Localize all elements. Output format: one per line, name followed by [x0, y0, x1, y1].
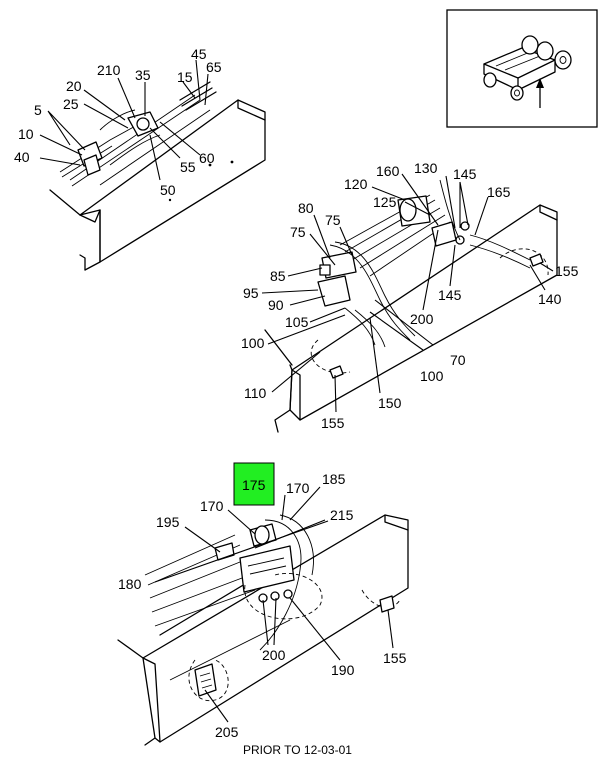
- callout-45[interactable]: 45: [191, 46, 207, 62]
- locator-inset: [446, 9, 598, 128]
- frame-rail-view-3: [117, 514, 409, 746]
- callout-150[interactable]: 150: [378, 395, 402, 411]
- frame-rail-view-2: [264, 179, 558, 433]
- callout-145-a[interactable]: 145: [453, 166, 477, 182]
- callout-175[interactable]: 175: [242, 477, 266, 493]
- callout-200-b[interactable]: 200: [262, 647, 286, 663]
- callout-165[interactable]: 165: [487, 184, 511, 200]
- truck-locator-icon: [483, 35, 572, 101]
- callout-20[interactable]: 20: [66, 78, 82, 94]
- callout-155-c[interactable]: 155: [383, 650, 407, 666]
- callout-180[interactable]: 180: [118, 576, 142, 592]
- callout-100-a[interactable]: 100: [241, 335, 265, 351]
- callout-80[interactable]: 80: [298, 200, 314, 216]
- callout-105[interactable]: 105: [285, 314, 309, 330]
- callout-195[interactable]: 195: [156, 514, 180, 530]
- callout-145-b[interactable]: 145: [438, 287, 462, 303]
- callout-130[interactable]: 130: [414, 160, 438, 176]
- callout-200-a[interactable]: 200: [410, 311, 434, 327]
- callout-labels: 5 10 15 20 25 35 40 45 50 55 60 65 210 7…: [14, 46, 579, 740]
- callout-215[interactable]: 215: [330, 507, 354, 523]
- callout-90[interactable]: 90: [268, 297, 284, 313]
- callout-10[interactable]: 10: [18, 126, 34, 142]
- callout-55[interactable]: 55: [180, 159, 196, 175]
- callout-60[interactable]: 60: [199, 150, 215, 166]
- frame-rail-view-1: [49, 81, 266, 271]
- callout-185[interactable]: 185: [322, 471, 346, 487]
- callout-110[interactable]: 110: [244, 385, 267, 401]
- callout-155-b[interactable]: 155: [321, 415, 345, 431]
- callout-70[interactable]: 70: [450, 352, 466, 368]
- callout-210[interactable]: 210: [97, 62, 121, 78]
- callout-75-a[interactable]: 75: [325, 212, 341, 228]
- callout-15[interactable]: 15: [177, 69, 193, 85]
- diagram-caption: PRIOR TO 12-03-01: [243, 743, 352, 757]
- callout-170-a[interactable]: 170: [200, 498, 224, 514]
- highlight-box-175[interactable]: [233, 462, 275, 506]
- callout-25[interactable]: 25: [63, 96, 79, 112]
- callout-205[interactable]: 205: [215, 724, 239, 740]
- callout-170-b[interactable]: 170: [286, 480, 310, 496]
- leader-lines: [39, 59, 554, 723]
- callout-5[interactable]: 5: [34, 102, 42, 118]
- callout-120[interactable]: 120: [344, 176, 368, 192]
- callout-160[interactable]: 160: [376, 163, 400, 179]
- callout-190[interactable]: 190: [331, 662, 355, 678]
- callout-35[interactable]: 35: [135, 67, 151, 83]
- callout-140[interactable]: 140: [538, 291, 562, 307]
- arrow-up-icon: [536, 78, 544, 108]
- callout-125[interactable]: 125: [373, 194, 397, 210]
- callout-155-a[interactable]: 155: [555, 263, 579, 279]
- callout-75-b[interactable]: 75: [290, 224, 306, 240]
- callout-40[interactable]: 40: [14, 149, 30, 165]
- callout-65[interactable]: 65: [206, 59, 222, 75]
- callout-50[interactable]: 50: [160, 182, 176, 198]
- callout-95[interactable]: 95: [243, 285, 259, 301]
- callout-100-b[interactable]: 100: [420, 368, 444, 384]
- callout-85[interactable]: 85: [270, 268, 286, 284]
